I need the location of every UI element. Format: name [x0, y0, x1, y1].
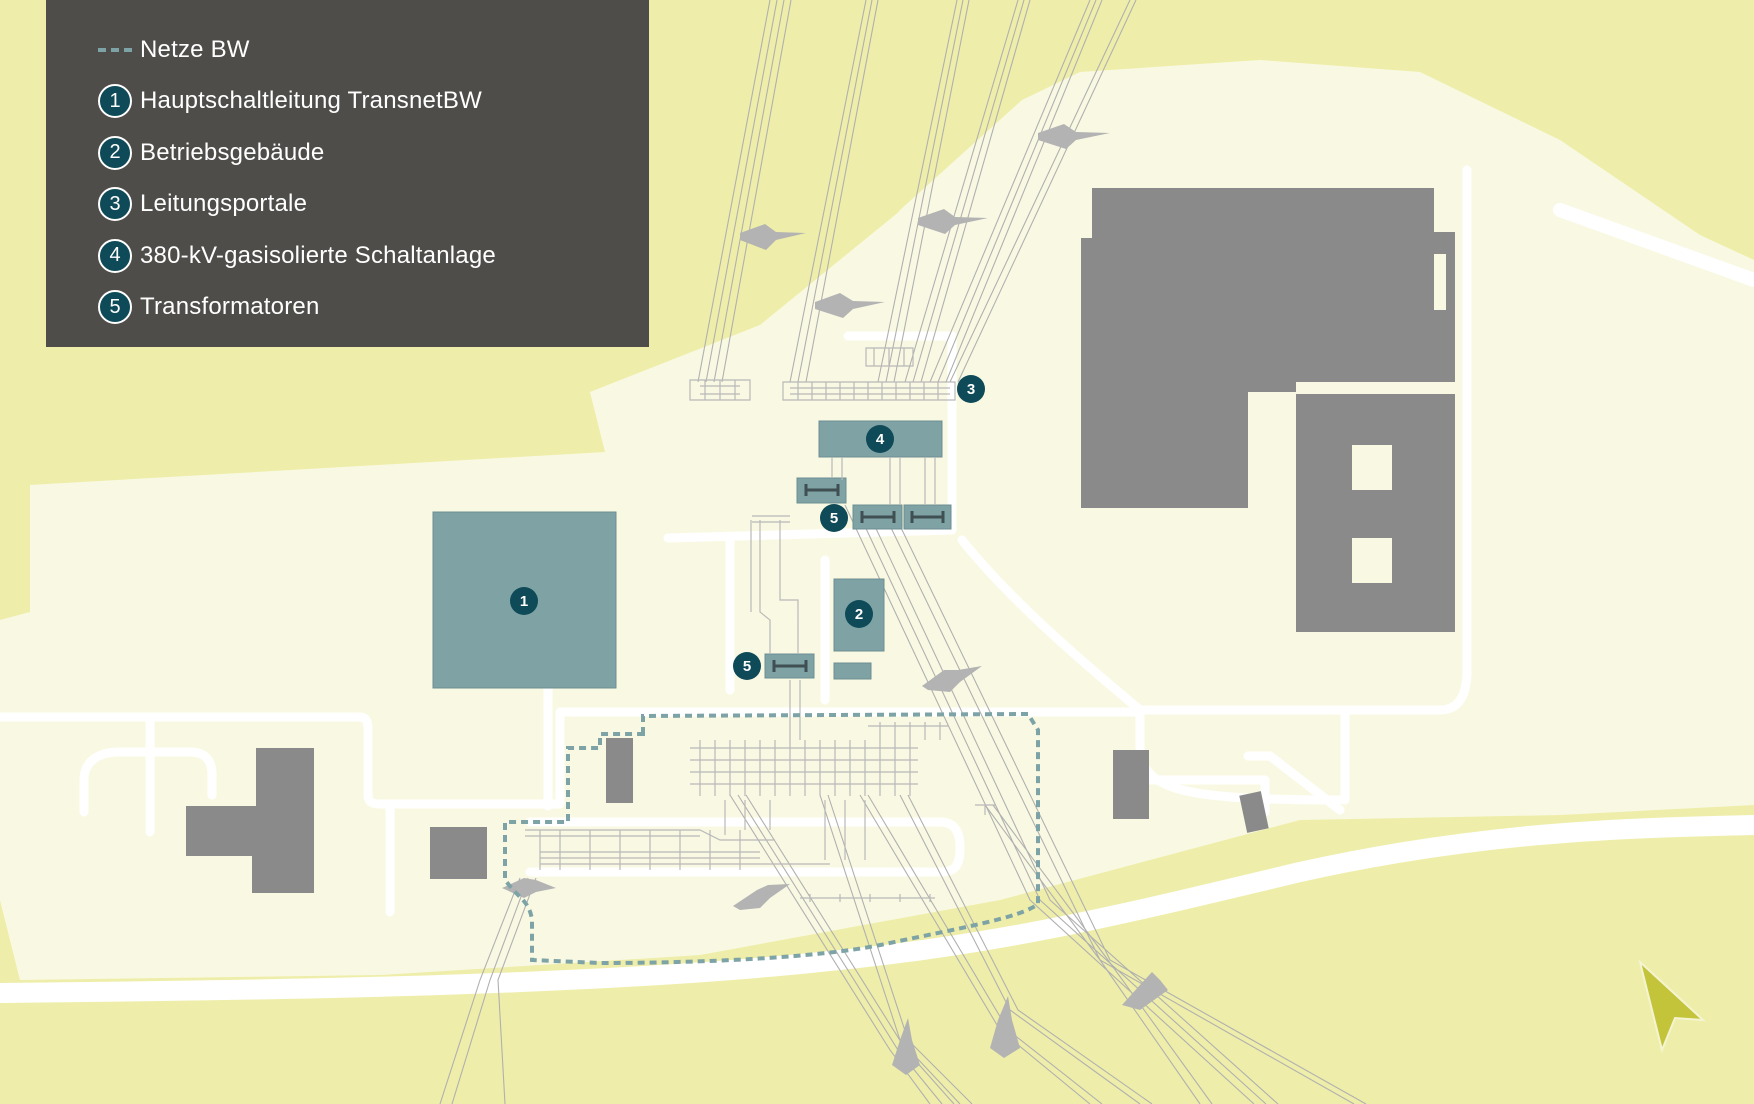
transformer-cores — [772, 484, 945, 672]
netze-bw-boundary — [503, 711, 1040, 966]
legend-badge: 4 — [98, 238, 132, 273]
pylon-icon — [990, 996, 1020, 1058]
legend-label: Transformatoren — [140, 293, 320, 321]
pylon-icon — [918, 209, 988, 234]
building-west-small — [430, 827, 487, 879]
legend-badge: 3 — [98, 187, 132, 222]
overhead-lines — [439, 0, 1367, 1104]
main-road — [0, 815, 1754, 1003]
marker-line-portals: 3 — [957, 375, 985, 403]
industrial-slot-2 — [1296, 382, 1455, 394]
industrial-slot-3 — [1352, 445, 1392, 490]
legend-label: Betriebsgebäude — [140, 138, 325, 166]
dashed-line-icon — [98, 47, 132, 52]
industrial-slot-4 — [1352, 538, 1392, 583]
site-access-road — [385, 535, 830, 917]
industrial-complex — [1081, 188, 1455, 632]
marker-operations-building: 2 — [845, 600, 873, 628]
legend-item-4: 4 380-kV-gasisolierte Schaltanlage — [46, 230, 649, 282]
pylon-icon — [1038, 124, 1110, 149]
industrial-hall-main — [1081, 188, 1455, 632]
pylon-icon — [922, 666, 982, 692]
legend-label: Hauptschaltleitung TransnetBW — [140, 87, 482, 115]
building-yard-small — [606, 738, 633, 803]
marker-transformer-lower: 5 — [733, 652, 761, 680]
operations-annex — [833, 662, 872, 680]
building-east-tilted — [1239, 791, 1269, 833]
legend-item-2: 2 Betriebsgebäude — [46, 127, 649, 179]
north-arrow-icon — [1638, 959, 1706, 1054]
road-network — [0, 165, 1754, 1003]
site-west-loop — [79, 717, 217, 837]
pylon-icon — [815, 293, 885, 318]
building-west-cross — [186, 748, 314, 893]
legend-badge: 2 — [98, 135, 132, 170]
legend-item-5: 5 Transformatoren — [46, 282, 649, 334]
marker-transformer-upper: 5 — [820, 504, 848, 532]
legend-badge: 1 — [98, 84, 132, 119]
legend-label: Netze BW — [140, 35, 250, 63]
map-legend: Netze BW 1 Hauptschaltleitung TransnetBW… — [46, 0, 649, 347]
site-ring-road — [663, 331, 957, 543]
site-inner-road — [957, 165, 1472, 715]
marker-gis-switchgear: 4 — [866, 425, 894, 453]
pylons — [502, 124, 1168, 1075]
legend-item-netze-bw: Netze BW — [46, 24, 649, 76]
pylon-icon — [1122, 972, 1168, 1010]
site-south-road — [0, 707, 1345, 809]
legend-item-3: 3 Leitungsportale — [46, 179, 649, 231]
switchyard-structures — [525, 347, 995, 902]
legend-label: Leitungsportale — [140, 190, 308, 218]
legend-item-1: 1 Hauptschaltleitung TransnetBW — [46, 76, 649, 128]
building-east-small — [1113, 750, 1149, 819]
pylon-icon — [733, 884, 790, 910]
legend-label: 380-kV-gasisolierte Schaltanlage — [140, 241, 496, 269]
site-road-east-stub — [1143, 707, 1350, 817]
other-buildings — [186, 738, 1269, 893]
marker-main-control: 1 — [510, 587, 538, 615]
site-road-loop-south — [525, 817, 965, 877]
legend-badge: 5 — [98, 290, 132, 325]
pylon-icon — [740, 224, 806, 250]
site-road-north-edge — [1553, 203, 1754, 287]
pylon-icon — [892, 1018, 920, 1075]
industrial-slot-1 — [1434, 254, 1446, 310]
